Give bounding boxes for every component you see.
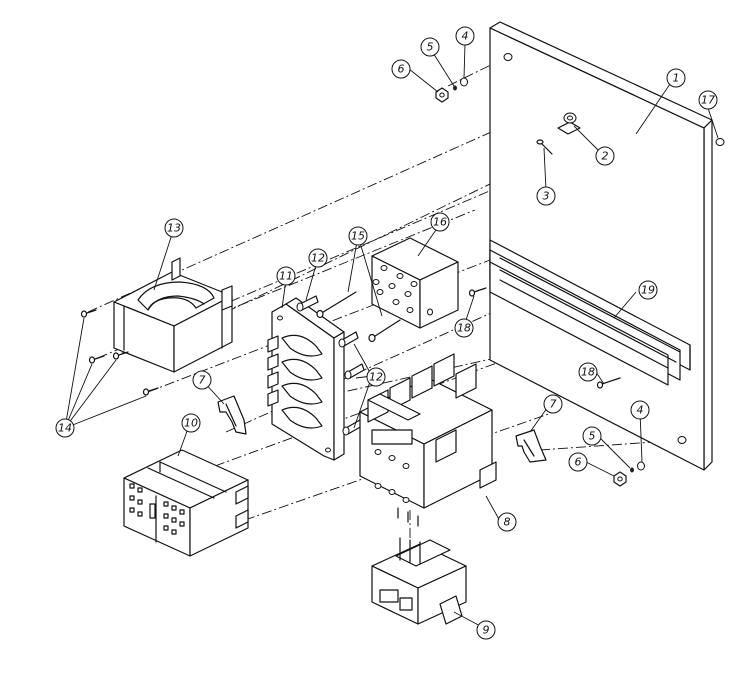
callout-balloon bbox=[276, 266, 296, 286]
ground-clip bbox=[557, 112, 581, 135]
callout-7-left: 7 bbox=[192, 370, 212, 390]
callout-balloon bbox=[430, 212, 450, 232]
callout-balloon bbox=[578, 362, 598, 382]
callout-number: 8 bbox=[504, 516, 511, 529]
transformer bbox=[113, 257, 233, 373]
control-relay bbox=[123, 449, 249, 557]
callout-11: 11 bbox=[276, 266, 296, 286]
callout-number: 18 bbox=[457, 322, 471, 335]
screw-18-upper bbox=[468, 287, 487, 297]
callout-balloon bbox=[698, 90, 718, 110]
callout-number: 2 bbox=[602, 150, 609, 163]
plug-17 bbox=[715, 138, 725, 146]
callout-number: 12 bbox=[311, 252, 325, 265]
callout-balloon bbox=[497, 512, 517, 532]
callout-balloon bbox=[55, 418, 75, 438]
callout-number: 10 bbox=[184, 417, 198, 430]
callout-8: 8 bbox=[497, 512, 517, 532]
callout-4-bottom: 4 bbox=[630, 400, 650, 420]
screw-18-lower bbox=[596, 377, 621, 389]
din-rail bbox=[489, 239, 691, 386]
callout-number: 1 bbox=[673, 72, 680, 85]
callout-number: 19 bbox=[641, 284, 655, 297]
callout-balloon bbox=[308, 248, 328, 268]
callout-balloon bbox=[164, 218, 184, 238]
overload-relay bbox=[371, 537, 467, 625]
contactor bbox=[359, 353, 497, 527]
callout-number: 12 bbox=[369, 371, 383, 384]
callout-15: 15 bbox=[348, 226, 368, 246]
panel-hole-bottom bbox=[677, 436, 687, 444]
callout-number: 9 bbox=[483, 624, 490, 637]
callout-6-top: 6 bbox=[391, 59, 411, 79]
callout-4-top: 4 bbox=[455, 26, 475, 46]
callout-number: 6 bbox=[398, 63, 405, 76]
callout-2: 2 bbox=[595, 146, 615, 166]
nut-washer-set-bottom bbox=[613, 461, 645, 487]
callout-number: 5 bbox=[427, 41, 434, 54]
clip-7-left bbox=[217, 395, 247, 435]
callout-number: 11 bbox=[279, 270, 293, 283]
nut-washer-set-top bbox=[435, 77, 468, 103]
callout-number: 4 bbox=[637, 404, 644, 417]
callout-number: 15 bbox=[351, 230, 365, 243]
callout-balloon bbox=[391, 59, 411, 79]
callout-19: 19 bbox=[638, 280, 658, 300]
callout-5-top: 5 bbox=[420, 37, 440, 57]
callout-balloon bbox=[366, 367, 386, 387]
callout-balloon bbox=[348, 226, 368, 246]
callout-balloon bbox=[568, 452, 588, 472]
callout-13: 13 bbox=[164, 218, 184, 238]
callout-10: 10 bbox=[181, 413, 201, 433]
callout-12-top: 12 bbox=[308, 248, 328, 268]
screw-3 bbox=[536, 139, 553, 155]
callout-number: 13 bbox=[167, 222, 181, 235]
callout-balloon bbox=[476, 620, 496, 640]
callout-number: 18 bbox=[581, 366, 595, 379]
screws-15 bbox=[316, 291, 401, 343]
callout-number: 14 bbox=[58, 422, 72, 435]
callout-17: 17 bbox=[698, 90, 718, 110]
callout-number: 5 bbox=[589, 430, 596, 443]
callout-number: 7 bbox=[199, 374, 206, 387]
callouts: 1 2 3 4 4 5 5 6 6 7 7 8 9 10 11 12 12 13… bbox=[55, 26, 718, 640]
callout-number: 7 bbox=[550, 398, 557, 411]
callout-18-lower: 18 bbox=[578, 362, 598, 382]
callout-number: 6 bbox=[575, 456, 582, 469]
callout-6-bottom: 6 bbox=[568, 452, 588, 472]
callout-balloon bbox=[543, 394, 563, 414]
clip-7-right bbox=[515, 429, 547, 463]
callout-7-right: 7 bbox=[543, 394, 563, 414]
callout-balloon bbox=[536, 186, 556, 206]
terminal-board bbox=[267, 297, 345, 461]
callout-balloon bbox=[666, 68, 686, 88]
callout-16: 16 bbox=[430, 212, 450, 232]
callout-number: 17 bbox=[701, 94, 715, 107]
callout-9: 9 bbox=[476, 620, 496, 640]
callout-balloon bbox=[638, 280, 658, 300]
mounting-panel bbox=[489, 21, 713, 471]
callout-balloon bbox=[455, 26, 475, 46]
callout-balloon bbox=[420, 37, 440, 57]
callout-number: 3 bbox=[543, 190, 550, 203]
terminal-block bbox=[371, 237, 459, 329]
callout-balloon bbox=[595, 146, 615, 166]
leader-lines bbox=[64, 43, 719, 629]
callout-14: 14 bbox=[55, 418, 75, 438]
callout-number: 16 bbox=[433, 216, 447, 229]
callout-balloon bbox=[181, 413, 201, 433]
callout-balloon bbox=[582, 426, 602, 446]
callout-18-upper: 18 bbox=[454, 318, 474, 338]
callout-balloon bbox=[454, 318, 474, 338]
callout-number: 4 bbox=[462, 30, 469, 43]
callout-balloon bbox=[630, 400, 650, 420]
callout-3: 3 bbox=[536, 186, 556, 206]
callout-1: 1 bbox=[666, 68, 686, 88]
callout-balloon bbox=[192, 370, 212, 390]
callout-5-bottom: 5 bbox=[582, 426, 602, 446]
callout-12-middle: 12 bbox=[366, 367, 386, 387]
screws-14 bbox=[80, 309, 159, 396]
panel-hole-top bbox=[503, 53, 513, 61]
